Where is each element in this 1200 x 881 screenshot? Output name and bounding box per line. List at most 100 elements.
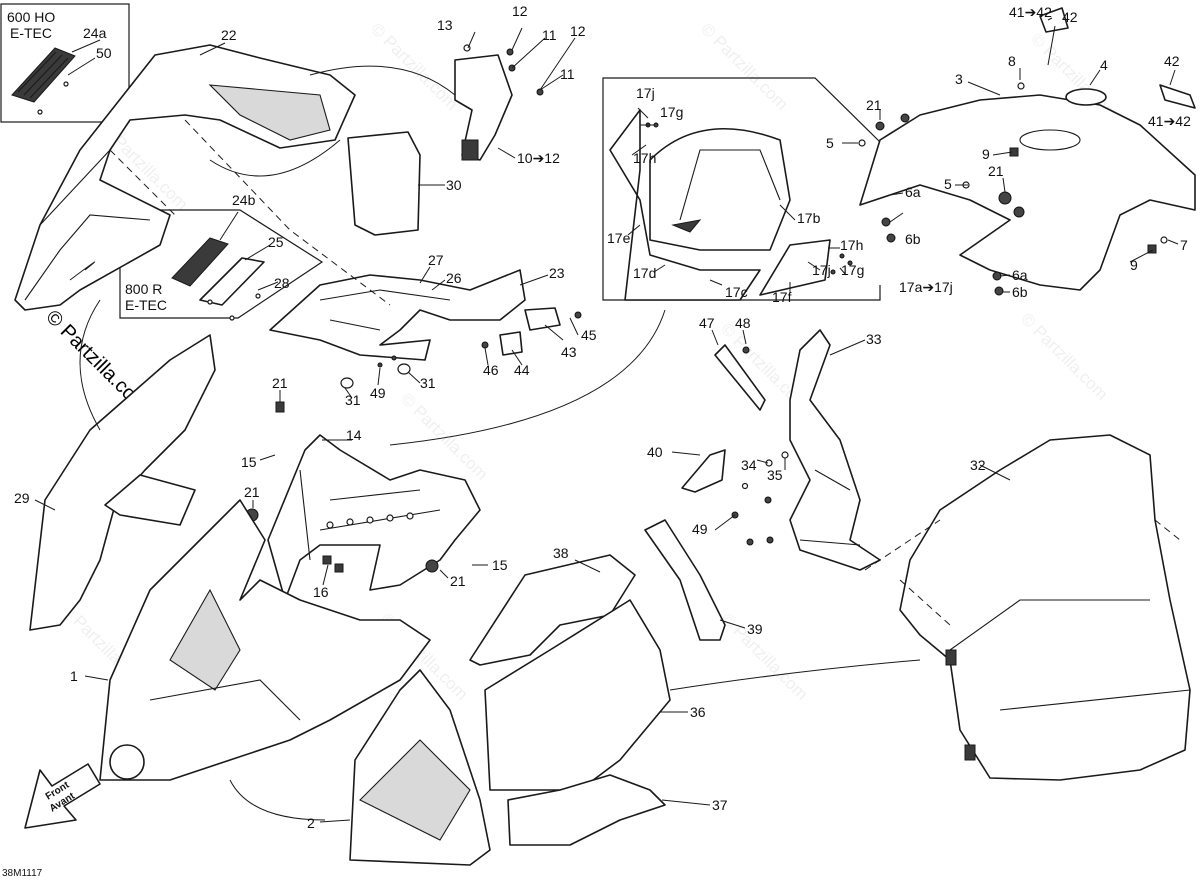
- callout-label: 30: [446, 177, 462, 193]
- callout-label: 9: [982, 146, 990, 162]
- callout-label: 44: [514, 362, 530, 378]
- callout-label: 3: [955, 71, 963, 87]
- callout-label: 6b: [905, 231, 921, 247]
- callout-label: 4: [1100, 57, 1108, 73]
- block-40: [681, 449, 726, 493]
- callout-label: 26: [446, 270, 462, 286]
- support-33: [789, 329, 881, 571]
- handle-42b: [1159, 84, 1196, 109]
- vent-25: [199, 257, 265, 306]
- callout-label: 21: [244, 484, 260, 500]
- lower-panel-37: [507, 774, 666, 846]
- callout-label: 5: [826, 135, 834, 151]
- callout-label: 37: [712, 797, 728, 813]
- watermark-text: © Partzilla.com: [697, 19, 791, 113]
- callout-label: 6a: [905, 184, 921, 200]
- callout-label: 46: [483, 362, 499, 378]
- callout-label: 31: [345, 392, 361, 408]
- callout-label: 21: [988, 163, 1004, 179]
- box-label-line2: E-TEC: [125, 297, 167, 313]
- callout-label: 17d: [633, 265, 656, 281]
- callout-label: 6a: [1012, 267, 1028, 283]
- front-hood-1: [99, 499, 431, 781]
- callout-label: 5: [944, 176, 952, 192]
- callout-label: 48: [735, 315, 751, 331]
- callout-label: 50: [96, 45, 112, 61]
- callout-label: 12: [512, 3, 528, 19]
- callout-label: 22: [221, 27, 237, 43]
- callout-label: 25: [268, 234, 284, 250]
- callout-label: 35: [767, 467, 783, 483]
- deflector-17e: [609, 109, 761, 301]
- callout-label: 40: [647, 444, 663, 460]
- callout-label: 47: [699, 315, 715, 331]
- headlight-opening: [109, 744, 145, 780]
- callout-label: 49: [370, 385, 386, 401]
- fuel-cap-4: [1065, 88, 1107, 106]
- callout-label: 14: [346, 427, 362, 443]
- flow-arrows: [69, 65, 921, 821]
- callout-label: 16: [313, 584, 329, 600]
- callout-label: 24a: [83, 25, 107, 41]
- dashed-lines: [109, 119, 1181, 626]
- deflector-17f: [759, 239, 831, 296]
- air-intake-grille-24b: [171, 237, 229, 287]
- callout-label: 42: [1062, 9, 1078, 25]
- callout-label: 17c: [725, 284, 748, 300]
- callout-label: 33: [866, 331, 882, 347]
- diagram-code: 38M1117: [2, 868, 43, 879]
- callout-label: 11: [542, 27, 557, 43]
- inset-600ho: 600 HO E-TEC: [0, 3, 130, 123]
- bracket-14: [267, 434, 481, 601]
- windshield-17b: [649, 127, 791, 251]
- callout-label: 13: [437, 17, 453, 33]
- strip-39: [644, 519, 726, 641]
- console-3: [859, 94, 1196, 291]
- callouts: 24a 50 22 13 12 11 12 11 10➔12 30 24b 25…: [14, 3, 1191, 831]
- side-panel-29: [29, 334, 216, 631]
- callout-label: 42: [1164, 53, 1180, 69]
- callout-label: 15: [241, 454, 257, 470]
- callout-label: 17g: [660, 104, 683, 120]
- watermark-text: © Partzilla.com: [397, 389, 491, 483]
- callout-label: 1: [70, 668, 78, 684]
- leader-lines: [34, 17, 1179, 823]
- callout-label: 43: [561, 344, 577, 360]
- callout-label: 12: [570, 23, 586, 39]
- callout-label: 17a➔17j: [899, 279, 953, 295]
- callout-label: 11: [560, 66, 575, 82]
- callout-label: 21: [272, 375, 288, 391]
- windshield-kit-box: [602, 77, 881, 301]
- callout-label: 17h: [840, 237, 863, 253]
- callout-label: 15: [492, 557, 508, 573]
- box-label-line1: 600 HO: [7, 9, 55, 25]
- callout-label: 45: [581, 327, 597, 343]
- front-direction-arrow: Front Avant: [24, 763, 101, 829]
- side-panel-32: [899, 434, 1191, 781]
- strap-47: [714, 344, 766, 411]
- callout-label: 17h: [633, 150, 656, 166]
- callout-label: 21: [450, 573, 466, 589]
- box-label-line2: E-TEC: [10, 25, 52, 41]
- callout-label: 17e: [607, 230, 631, 246]
- callout-label: 17j: [812, 262, 831, 278]
- panel-30: [347, 131, 421, 236]
- callout-label: 23: [549, 265, 565, 281]
- bracket-43: [524, 307, 561, 331]
- callout-label: 21: [866, 97, 882, 113]
- handle-42: [1039, 7, 1069, 33]
- frame-23: [269, 269, 526, 361]
- callout-label: 24b: [232, 192, 256, 208]
- callout-label: 41➔42: [1148, 113, 1191, 129]
- callout-label: 38: [553, 545, 569, 561]
- watermark-text: © Partzilla.com: [1017, 309, 1111, 403]
- bracket-10: [454, 54, 513, 161]
- callout-label: 17j: [636, 85, 655, 101]
- bracket-44: [499, 331, 523, 356]
- callout-label: 9: [1130, 257, 1138, 273]
- callout-label: 49: [692, 521, 708, 537]
- callout-label: 17f: [772, 289, 792, 305]
- callout-label: 2: [307, 815, 315, 831]
- callout-label: 32: [970, 457, 986, 473]
- callout-label: 7: [1180, 237, 1188, 253]
